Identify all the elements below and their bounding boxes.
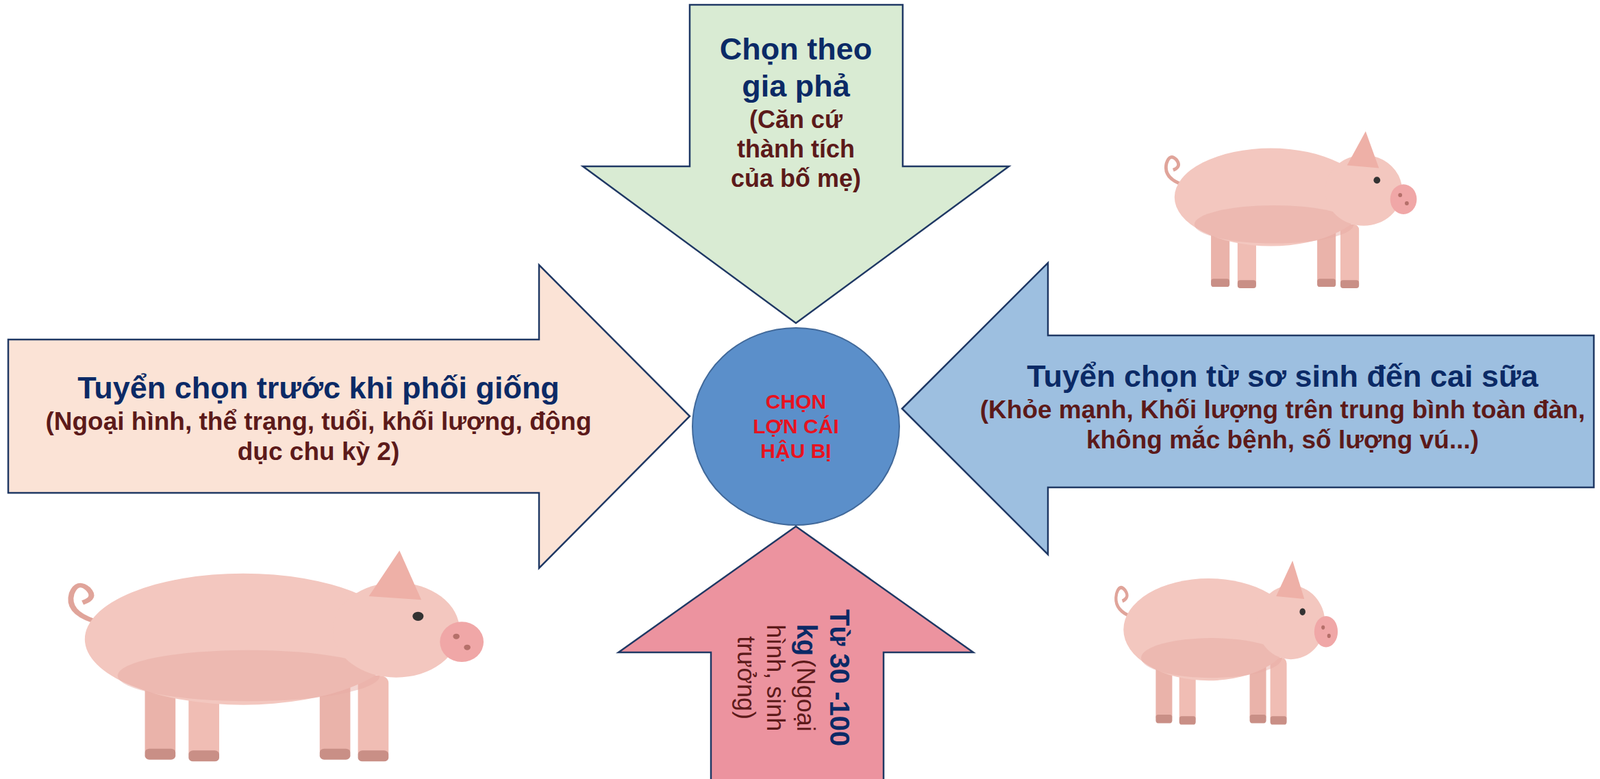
pig-picture [70, 550, 484, 762]
arrow-body: (Ngoại hình, thể trạng, tuổi, khối lượng… [27, 406, 610, 468]
center-circle: CHỌN LỢN CÁI HẬU BỊ [691, 326, 901, 527]
center-label: CHỌN LỢN CÁI HẬU BỊ [744, 389, 848, 464]
pig-picture [1165, 131, 1417, 289]
arrow-body: (Khỏe mạnh, Khối lượng trên trung bình t… [979, 395, 1586, 457]
arrow-box: Từ 30 -100 kg (Ngoại hình, sinh trưởng) [617, 525, 975, 779]
arrow-heading: Tuyển chọn trước khi phối giống [27, 369, 610, 407]
arrow-heading: Chọn theo gia phả [716, 30, 876, 105]
pig-picture [1115, 560, 1338, 726]
arrow-box: Tuyển chọn từ sơ sinh đến cai sữa(Khỏe m… [900, 261, 1596, 557]
arrow-box: Chọn theo gia phả(Căn cứ thành tích của … [581, 0, 1011, 325]
arrow-box: Tuyển chọn trước khi phối giống(Ngoại hì… [6, 263, 692, 570]
arrow-body: (Căn cứ thành tích của bố mẹ) [716, 104, 876, 194]
arrow-heading: Tuyển chọn từ sơ sinh đến cai sữa [979, 358, 1586, 396]
